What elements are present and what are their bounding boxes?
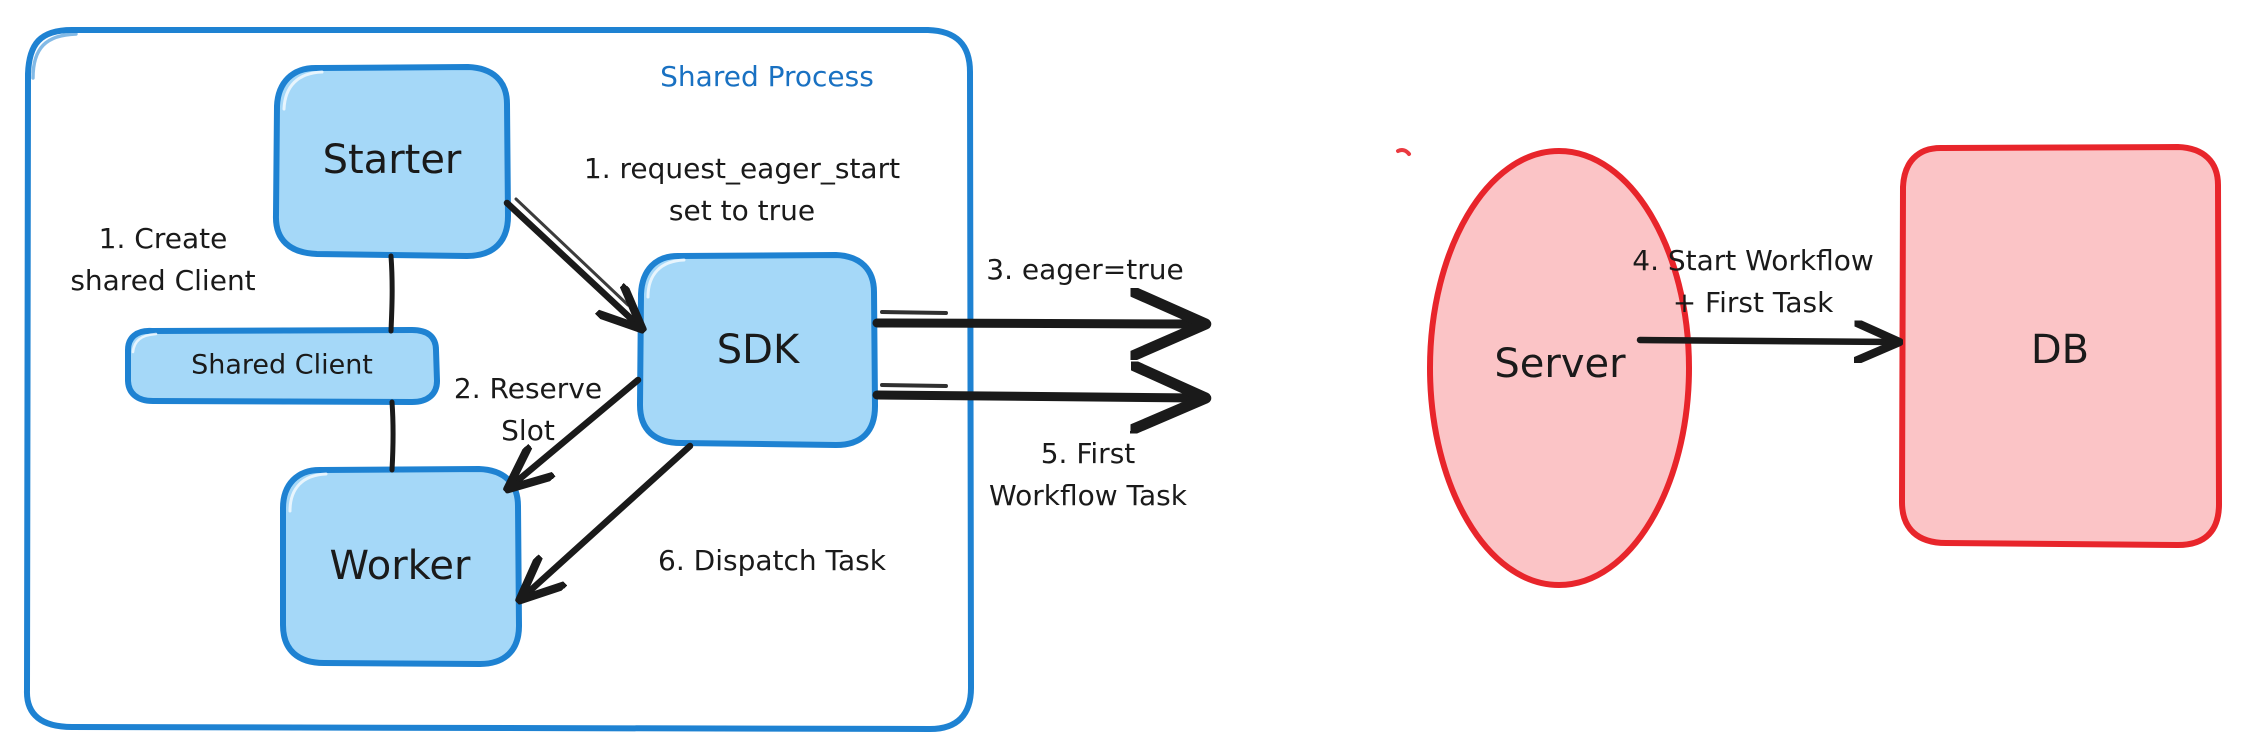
edge-label-start-workflow: 4. Start Workflow + First Task <box>1632 244 1874 319</box>
edge-label-create-shared-client-line2: shared Client <box>70 264 255 297</box>
edge-sdk-worker-dispatch <box>522 442 694 598</box>
edge-shared-client-worker-line <box>389 399 396 473</box>
edge-starter-sdk-line <box>503 199 640 327</box>
group-shared-process: Shared Process <box>23 27 974 732</box>
edge-label-first-workflow-task-line2: Workflow Task <box>989 479 1188 512</box>
edge-sdk-worker-reserve <box>510 376 642 487</box>
db-shape <box>1899 144 2222 548</box>
edge-sdk-worker-reserve-line <box>510 376 642 487</box>
starter-shape <box>272 64 511 259</box>
edge-label-eager-true: 3. eager=true <box>986 253 1183 286</box>
shared-client-highlight <box>131 332 158 354</box>
edge-sdk-server-eager-line <box>872 323 1200 324</box>
edge-label-first-workflow-task-line1: 5. First <box>1041 437 1136 470</box>
edge-label-request-eager-start-line1: 1. request_eager_start <box>584 152 900 185</box>
server-shape-sketch <box>1396 148 1411 156</box>
edge-sdk-server-eager <box>872 310 1200 324</box>
edge-starter-shared-client <box>388 253 395 334</box>
edge-label-eager-true-line1: 3. eager=true <box>986 253 1183 286</box>
node-worker[interactable]: Worker <box>280 466 522 667</box>
shared-client-shape <box>125 327 440 405</box>
node-sdk[interactable]: SDK <box>637 252 878 448</box>
shared-client-label: Shared Client <box>191 350 373 381</box>
edge-server-db-line <box>1636 340 1896 342</box>
edge-label-reserve-slot: 2. Reserve Slot <box>454 372 602 447</box>
edge-label-reserve-slot-line1: 2. Reserve <box>454 372 602 405</box>
edge-server-sdk-firsttask-sketch <box>880 383 948 388</box>
edge-starter-shared-client-line <box>388 253 395 334</box>
edge-label-request-eager-start: 1. request_eager_start set to true <box>584 152 900 227</box>
sdk-highlight <box>646 258 686 299</box>
edge-label-create-shared-client: 1. Create shared Client <box>70 222 255 297</box>
sdk-label: SDK <box>717 327 801 373</box>
node-db[interactable]: DB <box>1899 144 2222 548</box>
worker-label: Worker <box>330 543 471 589</box>
server-shape <box>1427 148 1692 588</box>
node-starter[interactable]: Starter <box>272 64 511 259</box>
edge-shared-client-worker <box>389 399 396 473</box>
edge-starter-sdk <box>503 197 640 327</box>
shared-process-border <box>23 27 974 732</box>
edge-server-sdk-firsttask-line <box>872 395 1200 398</box>
edge-label-dispatch-task: 6. Dispatch Task <box>658 544 887 577</box>
edge-sdk-server-eager-sketch <box>880 310 948 315</box>
worker-highlight <box>288 472 328 513</box>
edge-label-request-eager-start-line2: set to true <box>669 194 815 227</box>
edge-label-start-workflow-line1: 4. Start Workflow <box>1632 244 1874 277</box>
edge-label-create-shared-client-line1: 1. Create <box>99 222 228 255</box>
edge-label-start-workflow-line2: + First Task <box>1673 286 1834 319</box>
edge-label-dispatch-task-line1: 6. Dispatch Task <box>658 544 887 577</box>
edge-server-db <box>1636 340 1896 342</box>
starter-label: Starter <box>323 137 462 183</box>
shared-process-label: Shared Process <box>660 60 874 93</box>
server-label: Server <box>1494 341 1626 387</box>
edge-server-sdk-firsttask <box>872 383 1200 398</box>
edge-label-reserve-slot-line2: Slot <box>501 414 555 447</box>
edge-label-first-workflow-task: 5. First Workflow Task <box>989 437 1188 512</box>
node-shared-client[interactable]: Shared Client <box>125 327 440 405</box>
edge-starter-sdk-sketch <box>514 197 630 307</box>
db-label: DB <box>2031 327 2089 373</box>
shared-process-border-sketch <box>31 32 78 80</box>
node-server[interactable]: Server <box>1396 148 1692 588</box>
edge-sdk-worker-dispatch-line <box>522 442 694 598</box>
sdk-shape <box>637 252 878 448</box>
starter-highlight <box>282 70 324 111</box>
